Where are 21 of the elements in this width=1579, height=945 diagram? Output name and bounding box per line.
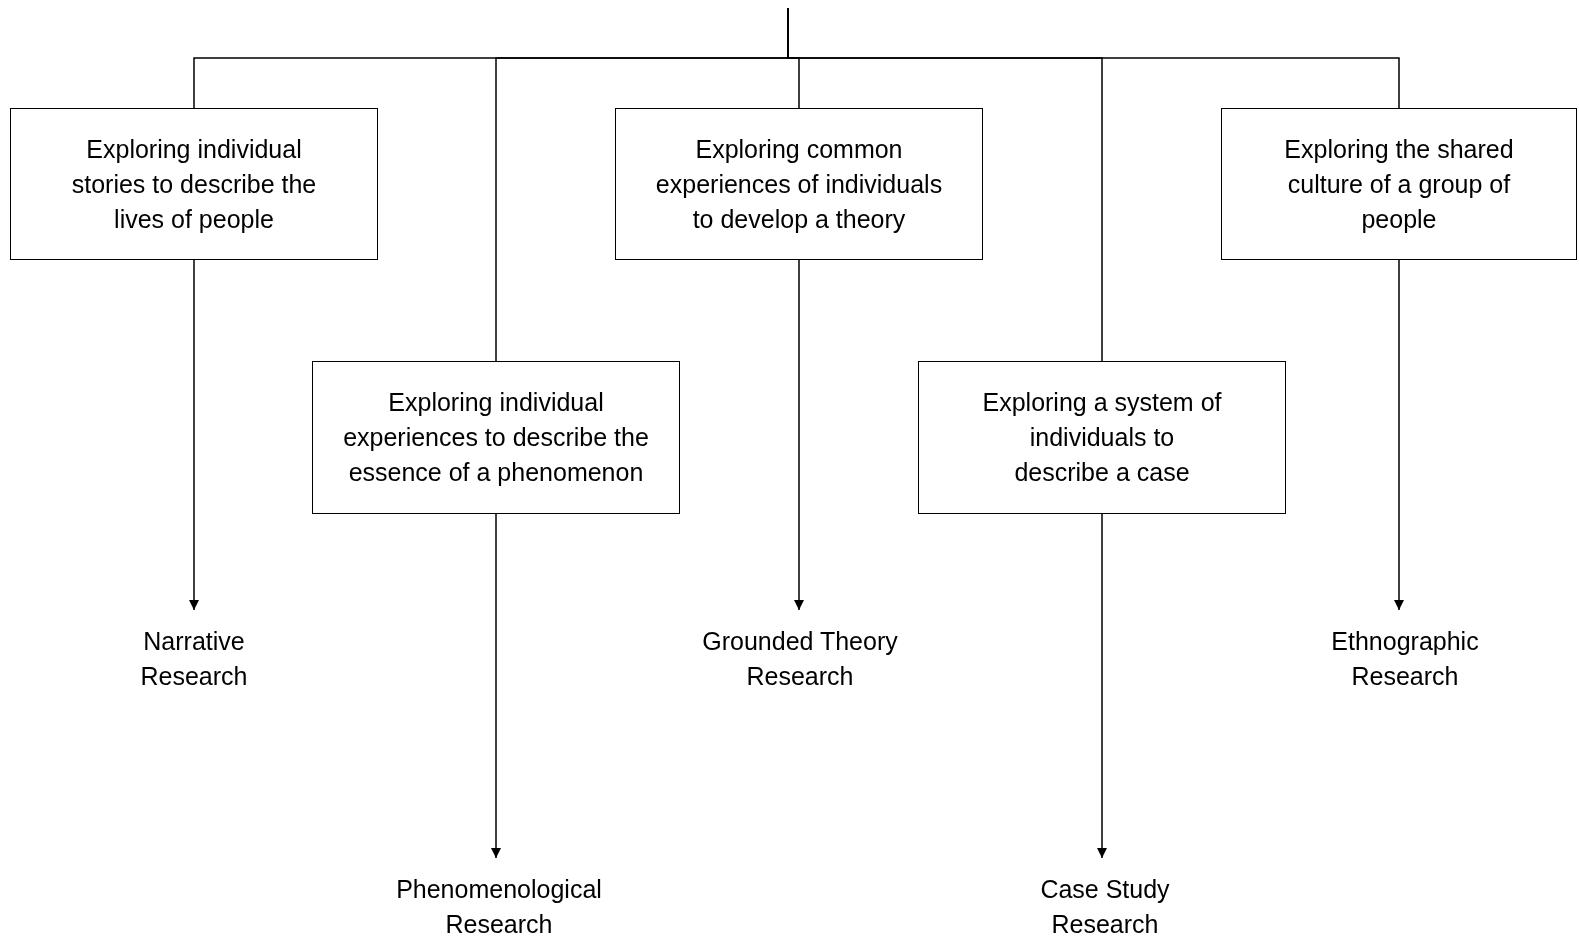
arrow: [794, 259, 804, 611]
arrow: [491, 513, 501, 859]
process-box: [1221, 108, 1577, 260]
arrow: [1394, 259, 1404, 611]
outcome-label: Phenomenological Research: [395, 874, 603, 940]
box-label: Exploring individual experiences to describe the essence of a phenomenon: [342, 387, 650, 488]
outcome-label: Narrative Research: [139, 626, 249, 692]
process-box: [312, 361, 680, 514]
box-label: Exploring a system of individuals to describe a case: [982, 387, 1222, 488]
outcome-label: Case Study Research: [1039, 874, 1171, 940]
connector-line: [787, 7, 1400, 109]
outcome-label: Grounded Theory Research: [701, 626, 899, 692]
process-box: [918, 361, 1286, 514]
process-box: [615, 108, 983, 260]
box-label: Exploring the shared culture of a group of people: [1283, 133, 1515, 235]
outcome-label: Ethnographic Research: [1330, 626, 1480, 692]
box-label: Exploring common experiences of individuals to develop a theory: [654, 133, 944, 235]
box-label: Exploring individual stories to describe the lives of people: [70, 133, 318, 235]
process-box: [10, 108, 378, 260]
arrow: [189, 259, 199, 611]
arrow: [1097, 513, 1107, 859]
